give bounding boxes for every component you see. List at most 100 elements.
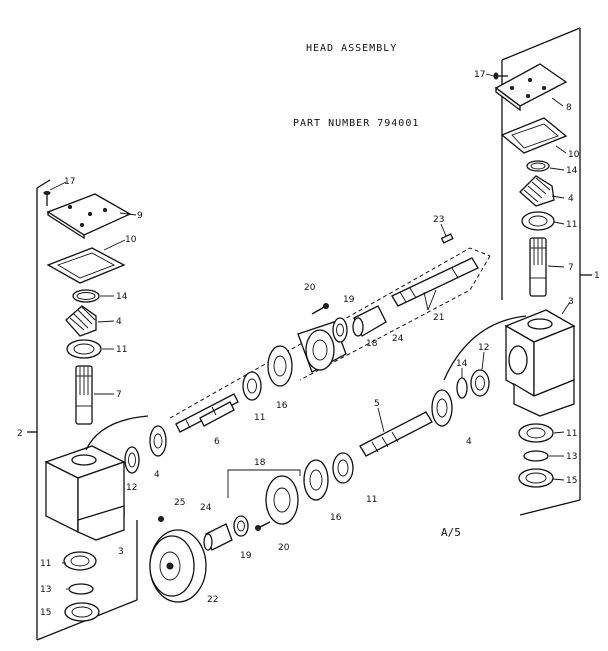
callout-9: 9 <box>137 211 143 221</box>
callout-22: 22 <box>207 595 218 605</box>
snap-ring-14-left <box>72 289 100 303</box>
diagram-title: HEAD ASSEMBLY <box>306 43 398 54</box>
ring-13-right <box>523 450 549 462</box>
bearing-11-left-bottom <box>63 551 97 571</box>
callout-7-right: 7 <box>568 263 574 273</box>
callout-14-left: 14 <box>116 292 128 302</box>
cover-plate-9-left <box>46 193 132 240</box>
bevel-gear-4-lower <box>431 389 453 427</box>
callout-11-right: 11 <box>566 220 577 230</box>
callout-4-right: 4 <box>568 194 574 204</box>
callout-21: 21 <box>433 313 444 323</box>
callout-3-right: 3 <box>568 297 574 307</box>
callout-17-left: 17 <box>64 177 75 187</box>
group-18-lower-outline <box>227 469 301 498</box>
callout-19-upper: 19 <box>343 295 355 305</box>
seal-19-upper <box>332 317 348 343</box>
callout-10-right: 10 <box>568 150 580 160</box>
gasket-10-right <box>500 117 568 154</box>
bearing-11-right-top <box>521 211 555 231</box>
callout-20-upper: 20 <box>304 283 316 293</box>
callout-15-right: 15 <box>566 476 577 486</box>
assembly-arrow-left <box>85 415 149 451</box>
callout-4-left: 4 <box>116 317 122 327</box>
callout-14-right-lower: 14 <box>456 359 468 369</box>
shaft-21 <box>391 257 479 307</box>
shaft-6 <box>175 393 239 433</box>
right-assembly-outline <box>501 27 592 516</box>
callout-7-left: 7 <box>116 390 122 400</box>
callout-4-lower: 4 <box>466 437 472 447</box>
bevel-gear-4-left <box>65 305 97 337</box>
gasket-10-left <box>46 247 126 284</box>
seal-15-right <box>518 468 554 488</box>
bevel-gear-4-right <box>519 175 555 207</box>
callout-14-right: 14 <box>566 166 578 176</box>
callout-23: 23 <box>433 215 444 225</box>
gearbox-housing-3-right <box>504 309 576 417</box>
callout-11-left-bottom: 11 <box>40 559 51 569</box>
callout-16-upper: 16 <box>276 401 288 411</box>
seal-19-lower <box>233 515 249 537</box>
bearing-11-upper <box>242 371 262 401</box>
pulley-22 <box>149 529 207 603</box>
callout-20-lower: 20 <box>278 543 290 553</box>
callout-25: 25 <box>174 498 185 508</box>
callout-18-lower: 18 <box>254 458 266 468</box>
callout-2: 2 <box>17 429 23 439</box>
seal-15-left <box>64 602 100 622</box>
callout-4-gear: 4 <box>154 470 160 480</box>
ring-13-left <box>68 583 94 595</box>
bevel-gear-4-upper <box>149 425 167 457</box>
callout-13-left: 13 <box>40 585 51 595</box>
part-number: PART NUMBER 794001 <box>293 118 420 129</box>
bearing-11-left-top <box>66 339 102 359</box>
shaft-5 <box>359 411 433 457</box>
callout-19-lower: 19 <box>240 551 252 561</box>
bearing-11-right-bottom <box>518 423 554 443</box>
leader-lines <box>49 73 571 613</box>
callout-3-left: 3 <box>118 547 124 557</box>
callout-16-lower: 16 <box>330 513 342 523</box>
callout-24-upper: 24 <box>392 334 404 344</box>
callout-13-right: 13 <box>566 452 577 462</box>
bearing-12-left <box>124 446 140 474</box>
callout-15-left: 15 <box>40 608 51 618</box>
callout-18-upper: 18 <box>366 339 378 349</box>
snap-ring-14-right <box>526 160 550 172</box>
callout-11-right-bottom: 11 <box>566 429 577 439</box>
bolt-20-upper <box>311 303 329 315</box>
housing-18-lower <box>265 475 299 525</box>
callout-12-right: 12 <box>478 343 489 353</box>
shaft-7-left <box>75 365 93 425</box>
callout-11-left: 11 <box>116 345 127 355</box>
callout-1: 1 <box>594 271 600 281</box>
bushing-24-upper <box>352 305 387 337</box>
bearing-11-lower <box>332 452 354 484</box>
reference-mark: A/5 <box>441 526 461 539</box>
gearbox-housing-3-left <box>44 445 126 541</box>
bearing-12-right <box>470 369 490 397</box>
callout-10-left: 10 <box>125 235 137 245</box>
screw-17-left <box>43 191 51 206</box>
callout-24-lower: 24 <box>200 503 212 513</box>
callout-17-right: 17 <box>474 70 485 80</box>
flange-16-upper <box>267 345 293 387</box>
callout-labels: 17 9 10 14 4 11 7 2 12 4 3 11 13 15 6 11… <box>17 70 600 618</box>
shaft-7-right <box>529 237 547 297</box>
callout-6: 6 <box>214 437 220 447</box>
flange-16-lower <box>303 459 329 501</box>
bushing-24-lower <box>203 523 233 551</box>
key-23 <box>440 233 454 244</box>
callout-8: 8 <box>566 103 572 113</box>
callout-11-upper: 11 <box>254 413 265 423</box>
callout-12-left: 12 <box>126 483 137 493</box>
cover-plate-8-right <box>494 63 568 112</box>
callout-5: 5 <box>374 399 380 409</box>
assembly-arrow-right <box>443 315 527 381</box>
callout-11-lower: 11 <box>366 495 377 505</box>
screw-17-right <box>493 72 508 80</box>
setscrew-25 <box>158 516 164 522</box>
bolt-20-lower <box>255 521 271 531</box>
